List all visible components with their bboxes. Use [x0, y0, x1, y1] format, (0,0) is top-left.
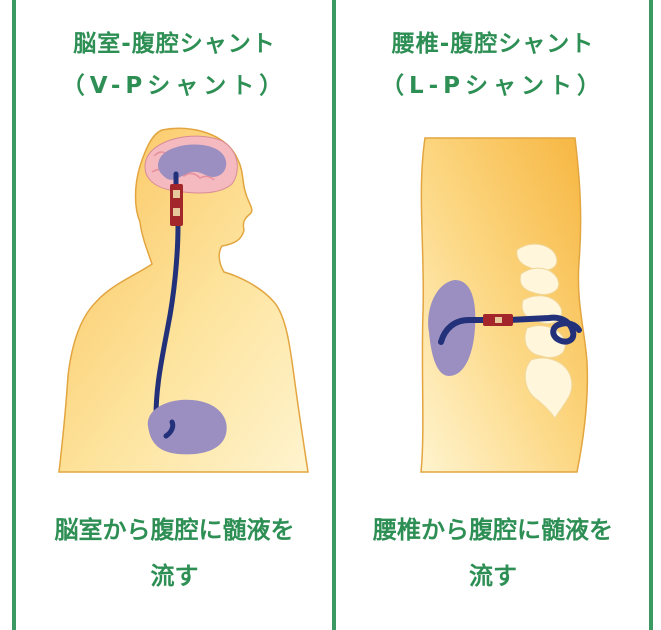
lp-subtitle: （L-Pシャント） — [337, 66, 649, 100]
lp-title: 腰椎-腹腔シャント — [337, 24, 649, 58]
abdominal-cavity — [148, 400, 227, 455]
vp-caption-line2: 流す — [16, 552, 333, 600]
lp-shunt-illustration — [411, 132, 591, 476]
vp-shunt-panel: 脳室-腹腔シャント （V-Pシャント） — [16, 4, 333, 630]
lp-caption-line1: 腰椎から腹腔に髄液を — [337, 506, 649, 554]
vp-title: 脳室-腹腔シャント — [16, 24, 333, 58]
lp-caption-line2: 流す — [337, 552, 649, 600]
lp-shunt-panel: 腰椎-腹腔シャント （L-Pシャント） — [337, 4, 649, 630]
vp-shunt-illustration — [42, 126, 312, 474]
vp-subtitle: （V-Pシャント） — [16, 66, 333, 100]
vp-caption-line1: 脳室から腹腔に髄液を — [16, 506, 333, 554]
right-border — [649, 0, 653, 630]
